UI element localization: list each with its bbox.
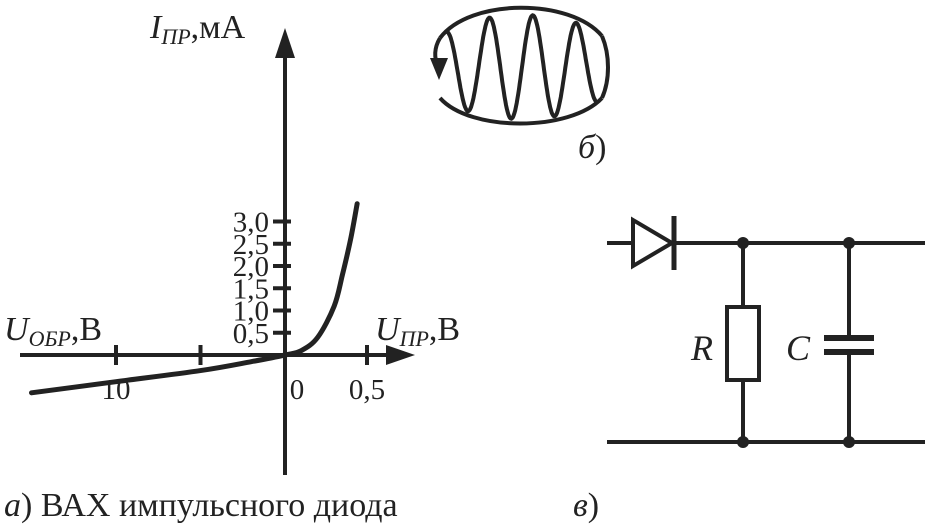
- y-label-sub: ПР: [160, 24, 190, 49]
- envelope-right: [600, 35, 610, 99]
- envelope-top: [438, 5, 604, 40]
- diode-symbol: [631, 216, 677, 270]
- caption-v: в): [573, 487, 599, 524]
- caption-b: б): [578, 129, 606, 166]
- sine-wave: [445, 13, 599, 121]
- x-reverse-main: U: [4, 311, 31, 348]
- caption-b-letter: б: [578, 129, 597, 166]
- resistor-symbol: [725, 305, 761, 382]
- iv-curve: [29, 201, 360, 396]
- y-tick-label: 0,5: [233, 318, 269, 350]
- caption-a: а) ВАХ импульсного диода: [4, 487, 398, 524]
- capacitor-label: C: [786, 328, 811, 368]
- x-origin-label: 0: [290, 374, 305, 406]
- caption-v-letter: в: [573, 487, 588, 524]
- oscillation-sketch: [430, 5, 610, 126]
- y-ticks: 0,51,01,52,02,53,0: [233, 207, 291, 350]
- caption-v-paren: ): [588, 487, 599, 524]
- y-label-unit: ,мА: [191, 9, 246, 46]
- y-axis-label: IПР,мА: [149, 9, 246, 49]
- envelope-arrow: [430, 58, 448, 80]
- y-tick-label: 3,0: [233, 207, 269, 239]
- envelope-bottom: [438, 96, 604, 126]
- y-tick-label: 1,0: [233, 296, 269, 328]
- x-forward-tick-label: 0,5: [349, 374, 385, 406]
- x-forward-label: UПР,В: [375, 311, 460, 351]
- x-reverse-label: UОБР,В: [4, 311, 102, 351]
- detector-circuit: [607, 216, 925, 448]
- y-tick-label: 1,5: [233, 273, 269, 305]
- caption-a-letter: а: [4, 487, 21, 524]
- y-tick-label: 2,5: [233, 229, 269, 261]
- x-reverse-unit: ,В: [71, 311, 102, 348]
- x-axis-arrow: [386, 345, 415, 365]
- x-forward-main: U: [375, 311, 402, 348]
- x-forward-sub: ПР: [399, 326, 429, 351]
- y-label-main: I: [149, 9, 163, 46]
- caption-a-text: ) ВАХ импульсного диода: [21, 487, 398, 524]
- caption-b-paren: ): [595, 129, 606, 166]
- y-axis-arrow: [275, 28, 295, 58]
- x-reverse-sub: ОБР: [29, 326, 71, 351]
- y-tick-label: 2,0: [233, 251, 269, 283]
- x-forward-unit: ,В: [429, 311, 460, 348]
- resistor-label: R: [690, 328, 713, 368]
